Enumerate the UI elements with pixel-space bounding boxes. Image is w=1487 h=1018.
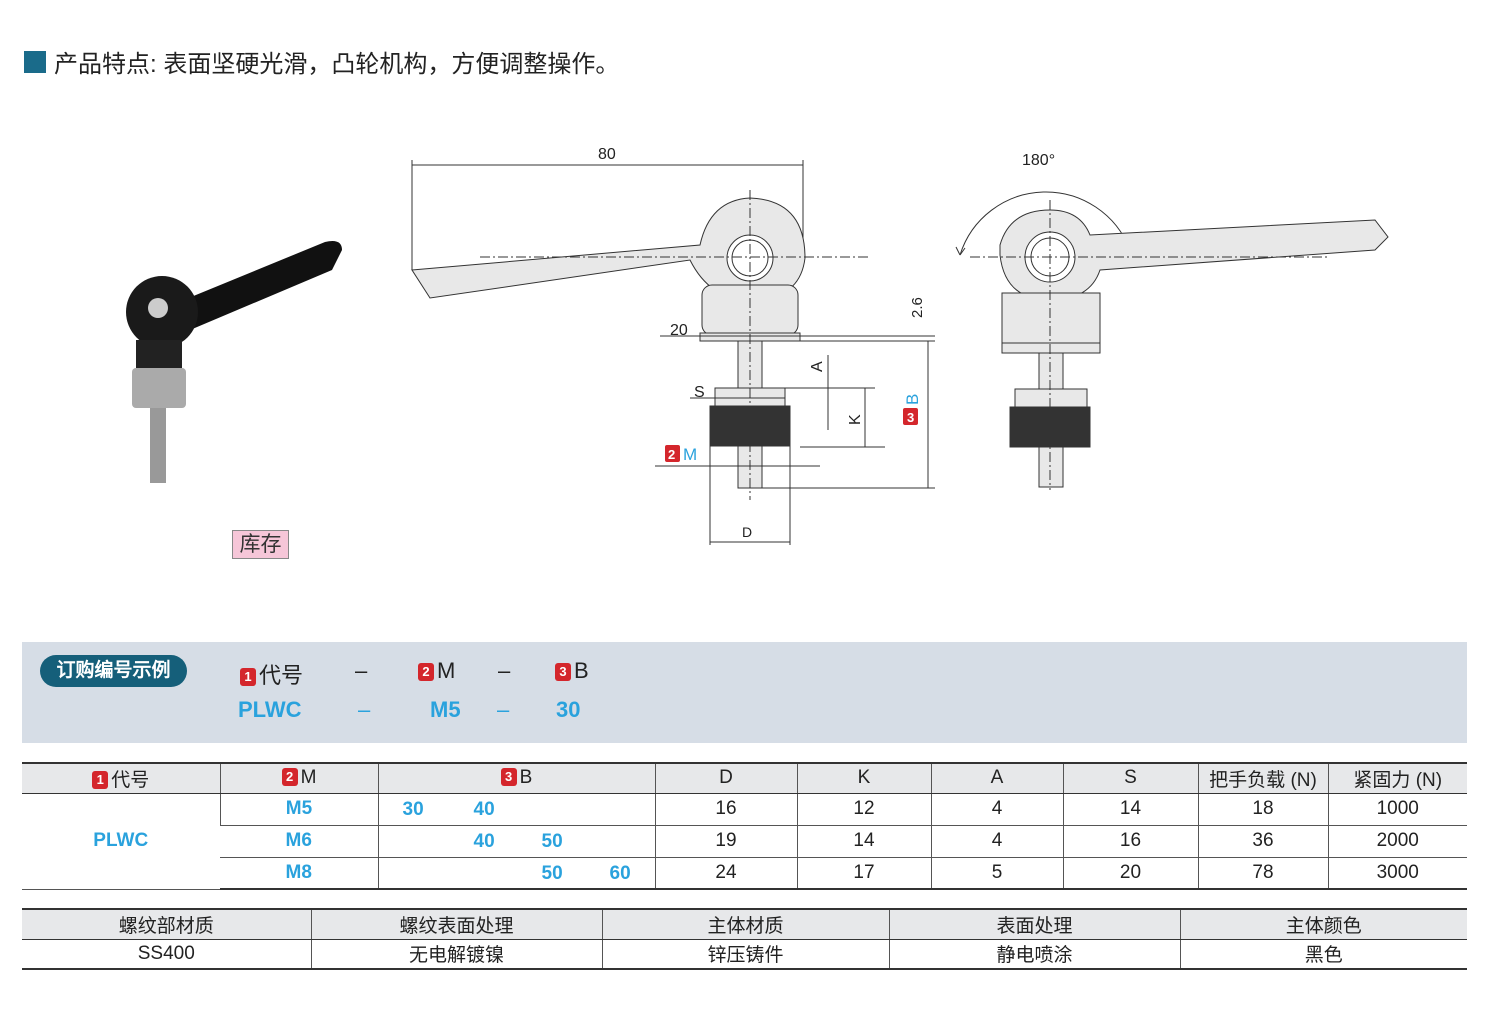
table-cell: M8 — [220, 857, 378, 890]
heading-square-icon — [24, 50, 46, 73]
order-value-m: M5 — [430, 697, 461, 722]
table-cell: 17 — [796, 857, 931, 890]
table-cell: 静电喷涂 — [888, 939, 1180, 970]
order-example-label: 订购编号示例 — [40, 655, 187, 687]
table-cell: 12 — [796, 793, 931, 826]
table-cell: 2000 — [1327, 825, 1467, 858]
table-cell: 无电解镀镍 — [310, 939, 602, 970]
svg-text:2: 2 — [668, 447, 675, 462]
col-s: S — [1062, 762, 1198, 794]
dim-b: B — [903, 394, 922, 405]
table-cell: SS400 — [22, 939, 311, 970]
feature-heading: 产品特点: 表面坚硬光滑，凸轮机构，方便调整操作。 — [24, 44, 619, 79]
dim-a: A — [809, 361, 826, 372]
product-photo — [126, 241, 342, 483]
col-d: D — [654, 762, 797, 794]
dim-80: 80 — [598, 146, 616, 163]
table-cell: 14 — [1062, 793, 1198, 826]
separator: – — [497, 697, 510, 722]
stock-badge: 库存 — [232, 530, 289, 559]
dim-20: 20 — [670, 322, 688, 339]
col-force: 紧固力 (N) — [1327, 762, 1467, 794]
side-drawing: 80 20 2.6 S A K D 2 M 3 B — [411, 146, 935, 545]
table-cell: 5 — [930, 857, 1063, 890]
front-drawing: 180° — [955, 152, 1389, 490]
separator: – — [358, 697, 371, 722]
table-cell: 4 — [930, 825, 1063, 858]
dim-2-6: 2.6 — [909, 297, 926, 318]
table-cell: M6 — [220, 825, 378, 858]
heading-text: 产品特点: 表面坚硬光滑，凸轮机构，方便调整操作。 — [54, 51, 620, 78]
table-cell: 螺纹部材质 — [22, 908, 311, 940]
table-cell: 14 — [796, 825, 931, 858]
table-cell: 主体材质 — [601, 908, 889, 940]
table-cell: 19 — [654, 825, 797, 858]
dim-d: D — [742, 524, 752, 540]
dim-k: K — [847, 414, 864, 425]
separator: – — [355, 658, 368, 683]
col-load: 把手负载 (N) — [1197, 762, 1328, 794]
code-cell: PLWC — [22, 793, 220, 890]
table-cell: 表面处理 — [888, 908, 1180, 940]
angle-180: 180° — [1022, 152, 1055, 169]
table-cell: 螺纹表面处理 — [310, 908, 602, 940]
table-cell: 16 — [1062, 825, 1198, 858]
separator: – — [498, 658, 511, 683]
table-cell: 锌压铸件 — [601, 939, 889, 970]
col-k: K — [796, 762, 931, 794]
table-cell: 1000 — [1327, 793, 1467, 826]
table-cell: 主体颜色 — [1179, 908, 1467, 940]
order-value-code: PLWC — [238, 697, 302, 722]
table-cell: 黑色 — [1179, 939, 1467, 970]
col-a: A — [930, 762, 1063, 794]
table-header-row: 螺纹部材质螺纹表面处理主体材质表面处理主体颜色 — [22, 908, 1467, 940]
table-cell: 20 — [1062, 857, 1198, 890]
svg-text:3: 3 — [907, 410, 914, 425]
order-value-b: 30 — [556, 697, 581, 722]
table-cell: 36 — [1197, 825, 1328, 858]
dim-s: S — [694, 384, 705, 401]
table-cell: 18 — [1197, 793, 1328, 826]
table-cell: 24 — [654, 857, 797, 890]
table-cell: 3000 — [1327, 857, 1467, 890]
table-cell: 16 — [654, 793, 797, 826]
table-cell: M5 — [219, 793, 378, 826]
table-cell: 78 — [1197, 857, 1328, 890]
dim-m: M — [683, 445, 697, 464]
table-cell: 4 — [930, 793, 1063, 826]
